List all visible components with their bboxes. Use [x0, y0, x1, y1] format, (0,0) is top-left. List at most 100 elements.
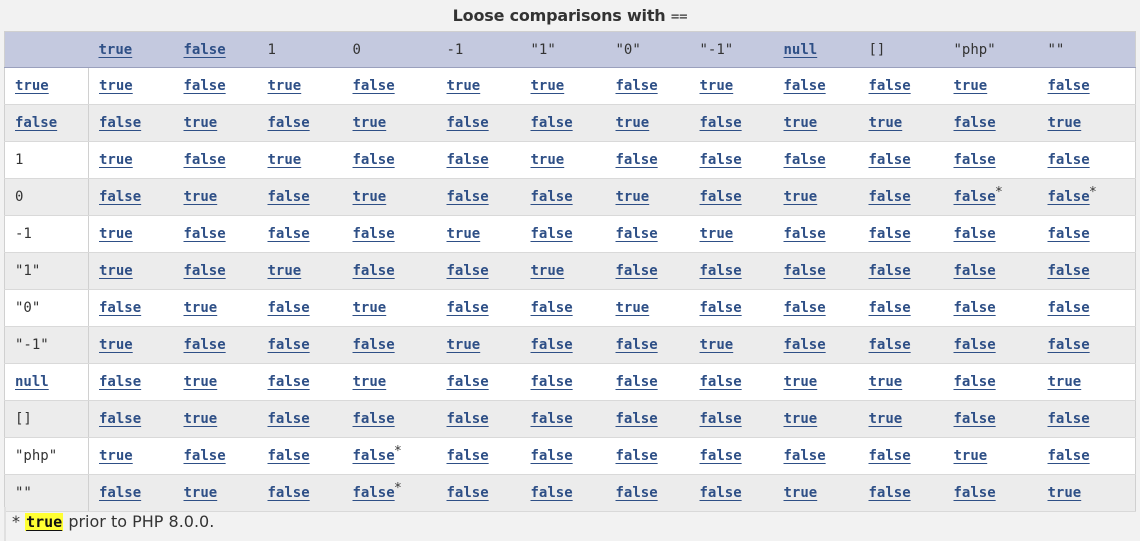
keyword-link[interactable]: false	[446, 411, 489, 427]
keyword-link[interactable]: false	[446, 374, 489, 390]
keyword-link[interactable]: false	[953, 263, 996, 279]
keyword-link[interactable]: false	[953, 115, 996, 131]
keyword-link[interactable]: false	[530, 374, 573, 390]
keyword-link[interactable]: false	[1047, 263, 1090, 279]
keyword-link[interactable]: true	[615, 189, 650, 205]
keyword-link[interactable]: false	[868, 263, 911, 279]
keyword-link[interactable]: false	[530, 189, 573, 205]
keyword-link[interactable]: true	[530, 152, 565, 168]
keyword-link[interactable]: true	[699, 78, 734, 94]
keyword-link[interactable]: true	[868, 115, 903, 131]
keyword-link[interactable]: false	[267, 374, 310, 390]
keyword-link[interactable]: false	[530, 411, 573, 427]
keyword-link[interactable]: false	[953, 189, 996, 205]
keyword-link[interactable]: false	[699, 115, 742, 131]
keyword-link[interactable]: false	[352, 485, 395, 501]
keyword-link[interactable]: false	[699, 485, 742, 501]
keyword-link[interactable]: false	[352, 152, 395, 168]
keyword-link[interactable]: false	[699, 152, 742, 168]
keyword-link[interactable]: false	[615, 263, 658, 279]
keyword-link[interactable]: true	[615, 300, 650, 316]
keyword-link[interactable]: true	[99, 337, 133, 353]
keyword-link[interactable]: false	[267, 115, 310, 131]
keyword-link[interactable]: true	[783, 115, 818, 131]
keyword-link[interactable]: true	[783, 189, 818, 205]
keyword-link[interactable]: false	[699, 263, 742, 279]
keyword-link[interactable]: true	[868, 411, 903, 427]
keyword-link[interactable]: true	[1047, 485, 1082, 501]
keyword-link[interactable]: false	[530, 300, 573, 316]
keyword-link[interactable]: false	[446, 263, 489, 279]
keyword-link[interactable]: false	[953, 485, 996, 501]
keyword-link[interactable]: true	[699, 337, 734, 353]
keyword-link[interactable]: false	[868, 485, 911, 501]
keyword-link[interactable]: true	[98, 41, 133, 58]
keyword-link[interactable]: false	[615, 337, 658, 353]
keyword-link[interactable]: false	[868, 337, 911, 353]
keyword-link[interactable]: false	[183, 263, 226, 279]
keyword-link[interactable]: false	[699, 189, 742, 205]
keyword-link[interactable]: false	[953, 152, 996, 168]
keyword-link[interactable]: false	[99, 300, 142, 316]
keyword-link[interactable]: false	[615, 411, 658, 427]
keyword-link[interactable]: false	[267, 411, 310, 427]
keyword-link[interactable]: false	[446, 189, 489, 205]
keyword-link[interactable]: false	[783, 448, 826, 464]
keyword-link[interactable]: false	[783, 337, 826, 353]
keyword-link[interactable]: false	[352, 337, 395, 353]
keyword-link[interactable]: false	[1047, 337, 1090, 353]
keyword-link[interactable]: false	[99, 411, 142, 427]
keyword-link[interactable]: false	[530, 115, 573, 131]
keyword-link[interactable]: true	[446, 78, 481, 94]
keyword-link[interactable]: true	[352, 189, 387, 205]
keyword-link[interactable]: true	[267, 263, 302, 279]
keyword-link[interactable]: false	[15, 115, 58, 131]
keyword-link[interactable]: true	[99, 448, 133, 464]
keyword-link[interactable]: false	[267, 485, 310, 501]
keyword-link[interactable]: false	[1047, 78, 1090, 94]
keyword-link[interactable]: false	[1047, 448, 1090, 464]
keyword-link[interactable]: false	[783, 263, 826, 279]
keyword-link[interactable]: true	[183, 300, 218, 316]
keyword-link[interactable]: false	[446, 300, 489, 316]
keyword-link[interactable]: false	[615, 374, 658, 390]
keyword-link[interactable]: false	[183, 448, 226, 464]
keyword-link[interactable]: false	[446, 448, 489, 464]
keyword-link[interactable]: false	[99, 189, 142, 205]
keyword-link[interactable]: false	[1047, 300, 1090, 316]
keyword-link[interactable]: false	[615, 152, 658, 168]
keyword-link[interactable]: false	[868, 152, 911, 168]
keyword-link[interactable]: false	[953, 411, 996, 427]
keyword-link[interactable]: true	[183, 115, 218, 131]
keyword-link[interactable]: false	[1047, 152, 1090, 168]
keyword-link[interactable]: false	[352, 263, 395, 279]
keyword-link[interactable]: true	[267, 152, 302, 168]
keyword-link[interactable]: true	[783, 411, 818, 427]
keyword-link[interactable]: false	[783, 152, 826, 168]
keyword-link[interactable]: false	[446, 485, 489, 501]
keyword-link[interactable]: false	[183, 41, 226, 58]
keyword-link[interactable]: false	[615, 448, 658, 464]
keyword-link[interactable]: false	[615, 226, 658, 242]
keyword-link[interactable]: true	[1047, 374, 1082, 390]
keyword-link[interactable]: false	[267, 226, 310, 242]
keyword-link[interactable]: true	[352, 115, 387, 131]
keyword-link[interactable]: true	[783, 485, 818, 501]
keyword-link[interactable]: false	[783, 78, 826, 94]
keyword-link[interactable]: true	[953, 448, 988, 464]
keyword-link[interactable]: false	[953, 374, 996, 390]
keyword-link[interactable]: false	[446, 152, 489, 168]
keyword-link[interactable]: false	[352, 411, 395, 427]
keyword-link[interactable]: true	[183, 485, 218, 501]
keyword-link[interactable]: false	[267, 300, 310, 316]
keyword-link[interactable]: false	[783, 226, 826, 242]
keyword-link[interactable]: false	[267, 448, 310, 464]
keyword-link[interactable]: true	[183, 411, 218, 427]
keyword-link[interactable]: true	[183, 189, 218, 205]
keyword-link[interactable]: false	[1047, 411, 1090, 427]
keyword-link[interactable]: false	[99, 485, 142, 501]
keyword-link[interactable]: false	[183, 152, 226, 168]
keyword-link[interactable]: true	[699, 226, 734, 242]
keyword-link[interactable]: true	[446, 226, 481, 242]
keyword-link[interactable]: false	[699, 300, 742, 316]
